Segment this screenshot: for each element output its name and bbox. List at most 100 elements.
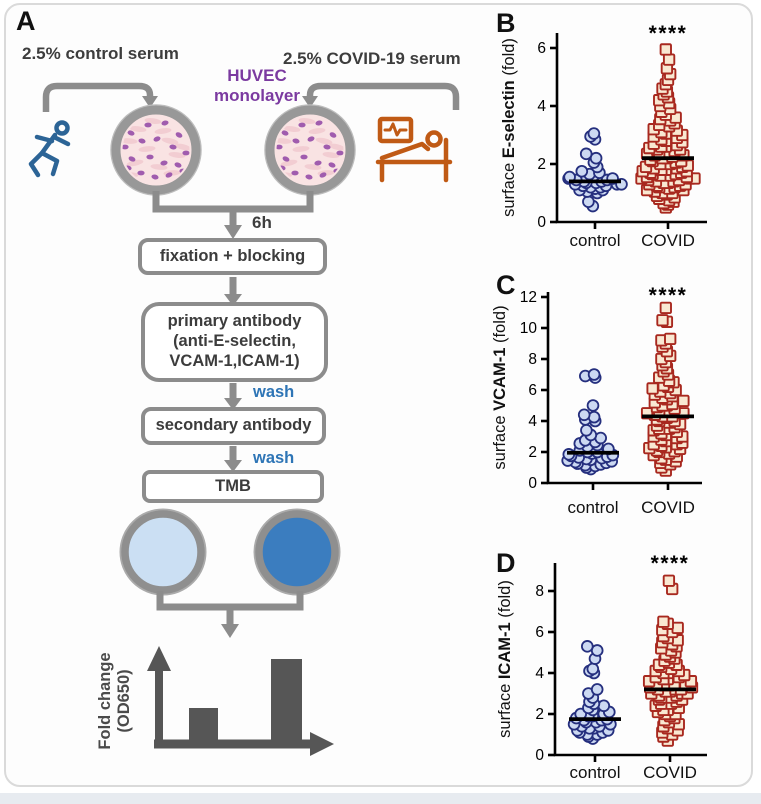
bar-control [189,708,218,744]
data-point-COVID [662,574,676,587]
panel-b-chart: 0 2 4 6 control COVID **** surface E-selectin (… [500,22,707,250]
y-tick-label: 4 [528,413,537,430]
category-label-COVID: COVID [643,763,697,782]
data-point-COVID [659,43,672,56]
culture-dish-right [264,104,356,196]
arrow-control-serum [42,82,158,112]
category-label-control: control [569,231,620,250]
page-bottom-strip [0,793,761,804]
data-point-control [586,399,600,412]
huvec-monolayer-label: HUVEC monolayer [197,66,317,105]
data-point-control [590,683,604,696]
data-point-control [586,662,600,676]
panel-a-label: A [16,6,36,36]
data-point-control [587,368,601,381]
y-tick-label: 2 [537,156,546,173]
y-tick-label: 0 [537,214,546,231]
significance-stars: **** [649,22,688,45]
y-axis-label: surface ICAM-1 (fold) [496,580,514,738]
y-tick-label: 4 [535,665,544,682]
y-tick-label: 12 [520,289,537,306]
category-label-COVID: COVID [641,231,695,250]
data-point-control [580,424,593,437]
y-tick-label: 2 [528,444,537,461]
data-point-COVID [656,314,669,327]
flow-arrow-1 [224,277,242,306]
culture-dish-left [110,104,202,196]
data-point-COVID [671,621,684,635]
data-point-control [597,699,611,713]
flow-arrow-3 [224,446,242,472]
y-axis-arrowhead [147,646,171,671]
wash-label-1: wash [253,383,295,401]
data-point-control [579,147,593,161]
data-point-COVID [657,615,670,628]
category-label-COVID: COVID [641,498,695,517]
data-point-COVID [677,394,690,407]
data-points-COVID [635,43,701,214]
panel-a-graphics: Fold change (OD650) [28,82,460,756]
bar-covid [271,659,302,744]
tmb-well-dark [253,508,341,596]
y-tick-label: 2 [535,706,544,723]
y-tick-label: 10 [520,320,538,337]
bar-chart-ylabel-line2: (OD650) [115,669,133,732]
flow-arrow-2 [224,383,242,410]
primary-antibody-line3: VCAM-1,ICAM-1) [169,351,300,370]
data-point-COVID [659,301,672,315]
bar-chart-ylabel-line1: Fold change [96,652,114,749]
flowbox-fixation-blocking: fixation + blocking [138,238,327,275]
data-points-control [562,127,628,213]
panel-d-label: D [496,548,516,578]
significance-stars: **** [649,284,688,307]
covid-serum-label: 2.5% COVID-19 serum [283,49,461,68]
fixation-blocking-text: fixation + blocking [159,246,306,265]
category-label-control: control [569,763,620,782]
data-point-COVID [664,332,677,346]
flowbox-secondary-antibody: secondary antibody [141,407,326,445]
y-tick-label: 0 [535,747,544,764]
y-tick-label: 4 [537,98,546,115]
data-point-control [581,640,594,653]
data-point-COVID [662,53,676,66]
y-axis-label: surface VCAM-1 (fold) [491,305,509,469]
panel-c-label: C [496,270,516,300]
dish-merge-bracket [152,191,314,239]
runner-icon [28,120,71,178]
data-points-control [561,368,620,476]
primary-antibody-line2: (anti-E-selectin, [173,332,296,351]
y-tick-label: 6 [537,40,546,57]
secondary-antibody-text: secondary antibody [155,416,312,435]
data-point-control [575,164,589,178]
arrow-covid-serum [302,82,460,110]
data-point-control [587,127,601,140]
hospital-bed-icon [375,116,453,183]
wash-label-2: wash [253,449,295,467]
y-axis-label: surface E-selectin (fold) [500,38,518,217]
well-merge-bracket [156,591,304,638]
y-tick-label: 8 [535,583,544,600]
data-points-control [567,640,617,745]
y-tick-label: 6 [535,624,544,641]
flowbox-tmb: TMB [142,470,324,503]
flowbox-primary-antibody: primary antibody (anti-E-selectin, VCAM-… [141,302,328,382]
data-point-COVID [646,382,659,395]
category-label-control: control [567,498,618,517]
huvec-line1: HUVEC [227,66,287,85]
data-points-COVID [642,574,699,747]
control-serum-label: 2.5% control serum [22,44,179,63]
panel-b-label: B [496,8,516,38]
readout-bar-chart: Fold change (OD650) [96,646,334,756]
primary-antibody-line1: primary antibody [167,312,302,331]
data-point-control [582,195,595,209]
tmb-well-light [119,508,207,596]
huvec-line2: monolayer [214,85,300,105]
x-axis-arrowhead [310,732,334,756]
significance-stars: **** [651,552,690,575]
data-point-control [577,408,591,422]
y-tick-label: 6 [528,382,537,399]
tmb-text: TMB [215,476,251,495]
y-tick-label: 8 [528,351,537,368]
